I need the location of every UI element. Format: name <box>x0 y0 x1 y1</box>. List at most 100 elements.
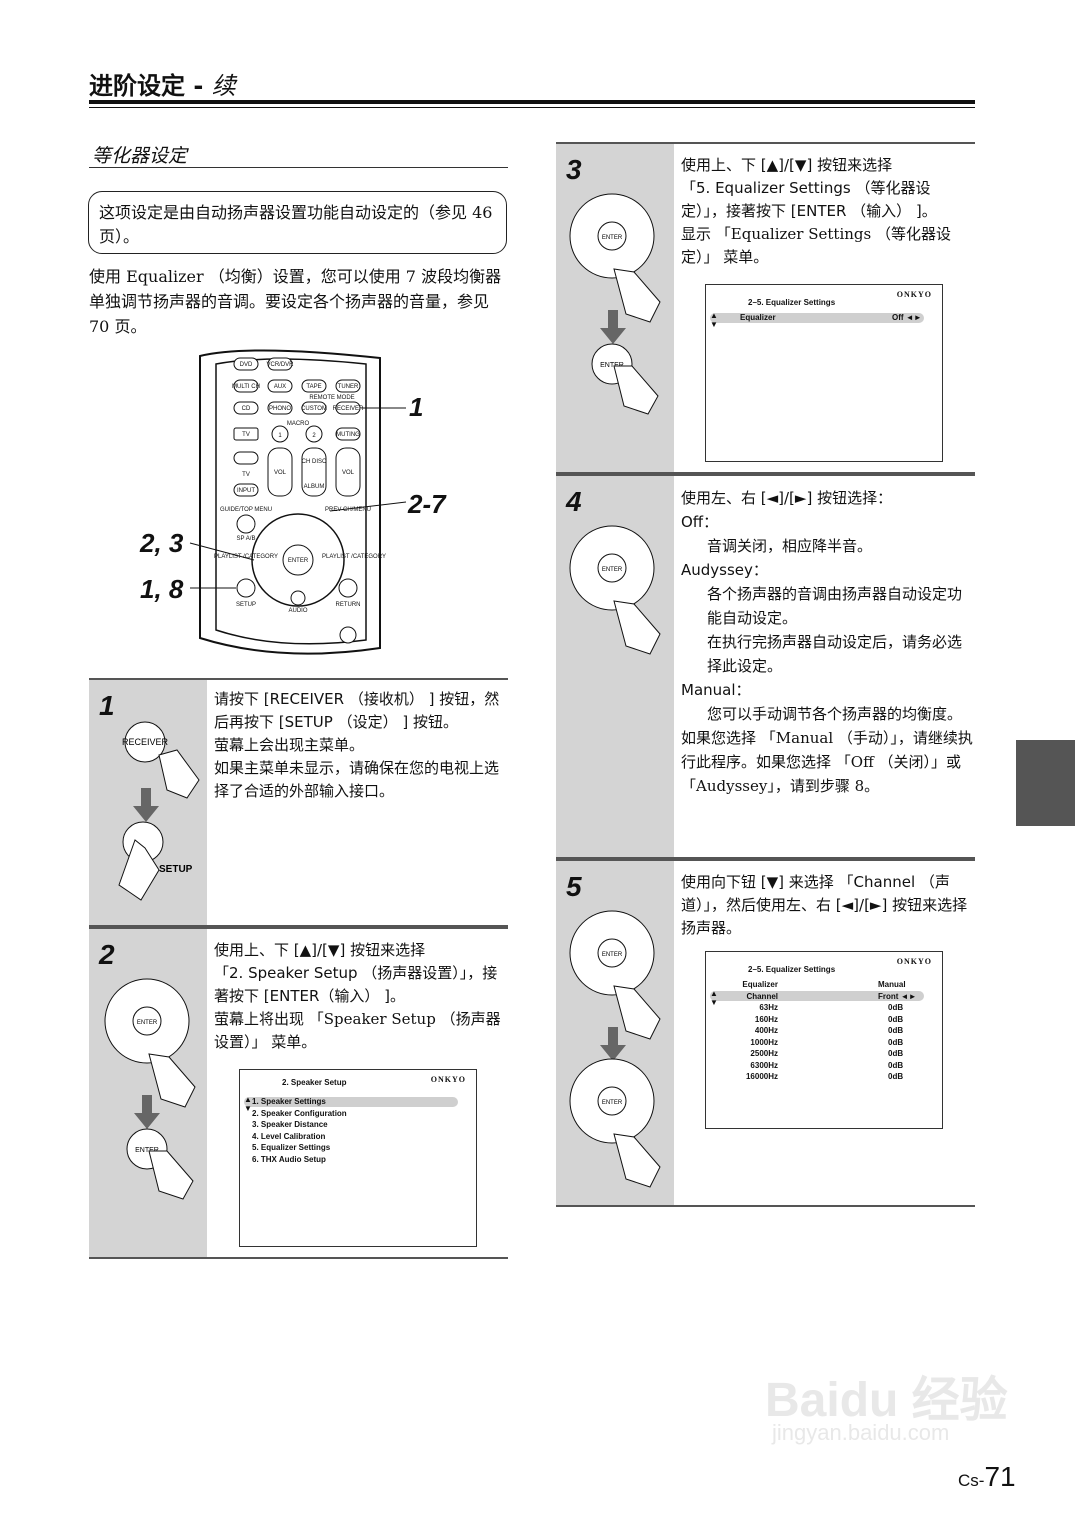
btn-dvd: DVD <box>240 362 253 368</box>
step-number: 1 <box>99 690 115 721</box>
eq-row: 63Hz 0dB <box>706 1002 942 1014</box>
step-number: 3 <box>566 154 582 185</box>
setup-button: SETUP <box>159 864 193 875</box>
svg-text:ENTER: ENTER <box>600 362 624 369</box>
eq-row: 6300Hz 0dB <box>706 1060 942 1072</box>
eq-row-value: 0dB <box>888 1003 904 1012</box>
eq-row-value: 0dB <box>888 1037 904 1047</box>
eq-row-value: Front ◄► <box>878 991 917 1001</box>
eq-row-value: 0dB <box>888 1026 904 1035</box>
svg-text:ENTER: ENTER <box>602 567 623 573</box>
eq-row-label: 400Hz <box>754 1026 778 1035</box>
step-5-illustration: ENTER ENTER <box>569 910 661 1188</box>
callout-1: 1 <box>409 392 424 422</box>
svg-text:REMOTE MODE: REMOTE MODE <box>309 395 354 401</box>
page-header: 进阶设定 - 续 <box>89 72 236 100</box>
eq-row: 160Hz 0dB <box>706 1014 942 1026</box>
svg-text:PLAYLIST /CATEGORY: PLAYLIST /CATEGORY <box>322 554 386 560</box>
svg-text:VOL: VOL <box>342 470 355 476</box>
eq-row: 400Hz 0dB <box>706 1025 942 1037</box>
svg-text:ENTER: ENTER <box>288 558 309 564</box>
svg-text:ENTER: ENTER <box>602 952 623 958</box>
watermark-url: jingyan.baidu.com <box>772 1420 950 1445</box>
step-4: ENTER 4 使用左、右 [◄]/[►] 按钮选择： Off： 音调关闭，相应… <box>556 474 975 859</box>
header-rule <box>89 100 975 104</box>
svg-text:ENTER: ENTER <box>602 1100 623 1106</box>
svg-text:INPUT: INPUT <box>237 488 255 494</box>
eq-row-label: 16000Hz <box>745 1072 778 1081</box>
svg-text:ALBUM: ALBUM <box>304 484 325 490</box>
svg-text:MACRO: MACRO <box>287 421 310 427</box>
equalizer-screen-1: ONKYO 2–5. Equalizer Settings ▲▼ Equaliz… <box>705 284 943 462</box>
step-1: RECEIVER SETUP 1 请按下 [RECEIVER （接收机） ] 按… <box>89 678 508 927</box>
svg-text:TUNER: TUNER <box>338 384 359 390</box>
watermark: Baidu 经验 <box>765 1374 1008 1427</box>
equalizer-screen-2: ONKYO 2–5. Equalizer Settings ▲▼ Equaliz… <box>705 951 943 1129</box>
header-rule-thin <box>89 107 975 108</box>
option-manual: Manual： <box>681 681 751 699</box>
step-number: 5 <box>566 871 582 902</box>
eq-row-value: 0dB <box>888 1049 904 1058</box>
step-3-illustration: ENTER ENTER <box>569 193 661 415</box>
svg-text:TV: TV <box>242 432 250 438</box>
step-number: 4 <box>566 486 582 517</box>
eq-row-label: Equalizer <box>742 980 778 989</box>
header-continued: 续 <box>211 72 236 100</box>
svg-text:SP A/B: SP A/B <box>237 536 256 542</box>
svg-text:ENTER: ENTER <box>602 235 623 241</box>
callout-2-7: 2-7 <box>408 489 446 519</box>
svg-text:RETURN: RETURN <box>336 602 361 608</box>
svg-text:1: 1 <box>278 433 282 439</box>
eq-row: 16000Hz 0dB <box>706 1071 942 1083</box>
svg-text:TV: TV <box>242 472 250 478</box>
callout-1-8: 1, 8 <box>140 574 184 604</box>
eq-row: 2500Hz 0dB <box>706 1048 942 1060</box>
menu-list: 1. Speaker Settings 2. Speaker Configura… <box>252 1097 347 1164</box>
step-5-instruction: 使用向下钮 [▼] 来选择 「Channel （声道）」，然后使用左、右 [◄]… <box>681 873 968 937</box>
remote-illustration: DVD VCR/DVR MULTI CH AUX TAPE TUNER CD P… <box>189 349 407 655</box>
eq-row-value: 0dB <box>888 1060 904 1070</box>
section-rule <box>89 167 508 168</box>
svg-text:AUDIO: AUDIO <box>288 608 307 614</box>
callout-2-3: 2, 3 <box>140 528 184 558</box>
eq-row-label: 160Hz <box>754 1014 778 1024</box>
svg-text:ENTER: ENTER <box>135 1147 159 1154</box>
svg-text:CH DISC: CH DISC <box>302 459 327 465</box>
section-title: 等化器设定 <box>92 145 188 167</box>
svg-text:RECEIVER: RECEIVER <box>333 406 364 412</box>
svg-text:GUIDE/TOP MENU: GUIDE/TOP MENU <box>220 507 272 513</box>
step-4-illustration: ENTER <box>569 525 661 655</box>
option-audyssey: Audyssey： <box>681 561 768 579</box>
step-2-illustration: ENTER ENTER <box>104 978 196 1200</box>
svg-text:SETUP: SETUP <box>236 602 256 608</box>
svg-text:PLAYLIST /CATEGORY: PLAYLIST /CATEGORY <box>214 554 278 560</box>
step-1-instruction: 请按下 [RECEIVER （接收机） ] 按钮，然后再按下 [SETUP （设… <box>214 690 500 731</box>
eq-row-value: 0dB <box>888 1014 904 1024</box>
eq-row-label: 6300Hz <box>750 1060 778 1070</box>
side-tab <box>1016 740 1075 826</box>
svg-text:MUTING: MUTING <box>336 432 360 438</box>
step-5: ENTER ENTER 5 使用向下钮 [▼] 来选择 「Channel （声道… <box>556 859 975 1207</box>
svg-text:CUSTOM: CUSTOM <box>301 406 327 412</box>
svg-text:VCR/DVR: VCR/DVR <box>266 362 294 368</box>
note-box: 这项设定是由自动扬声器设置功能自动设定的（参见 46 页）。 <box>88 191 507 254</box>
page-number: Cs-71 <box>958 1461 1016 1492</box>
eq-row-value: 0dB <box>888 1072 904 1081</box>
svg-text:2: 2 <box>312 433 316 439</box>
svg-text:CD: CD <box>242 406 251 412</box>
svg-text:AUX: AUX <box>274 384 286 390</box>
eq-row-label: 1000Hz <box>750 1037 778 1047</box>
svg-text:ENTER: ENTER <box>137 1020 158 1026</box>
eq-row-label: 2500Hz <box>750 1049 778 1058</box>
receiver-button: RECEIVER <box>122 737 169 747</box>
eq-row-value: Manual <box>878 980 906 989</box>
intro-text: 使用 Equalizer （均衡）设置，您可以使用 7 波段均衡器单独调节扬声器… <box>89 267 502 336</box>
eq-row-label: 63Hz <box>759 1003 778 1012</box>
speaker-setup-screen: ONKYO 2. Speaker Setup ▲▼ 1. Speaker Set… <box>239 1069 477 1247</box>
option-off: Off： <box>681 513 719 531</box>
step-3: ENTER ENTER 3 使用上、下 [▲]/[▼] 按钮来选择 「5. Eq… <box>556 142 975 474</box>
step-2: ENTER ENTER 2 使用上、下 [▲]/[▼] 按钮来选择 「2. Sp… <box>89 927 508 1259</box>
eq-row: 1000Hz 0dB <box>706 1037 942 1049</box>
